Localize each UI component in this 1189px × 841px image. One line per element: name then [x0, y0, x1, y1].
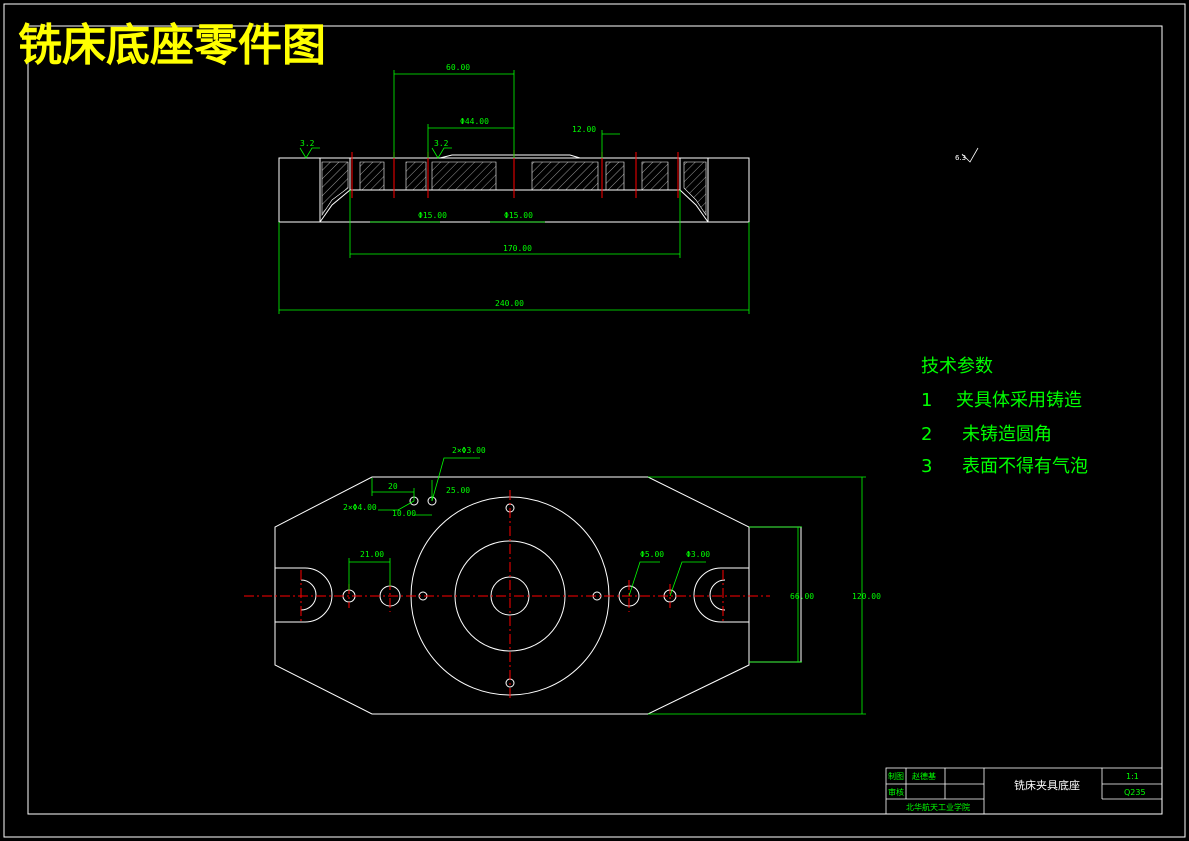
- slot-right: [693, 567, 749, 623]
- tb-drawn-label: 制图: [888, 771, 904, 781]
- dim-diameter-15-a: Φ15.00: [418, 211, 447, 220]
- front-dimension-lines: [278, 70, 750, 314]
- outer-border: [3, 3, 1186, 838]
- tech-heading: 技术参数: [921, 356, 993, 377]
- dim-holes-3: 2×Φ3.00: [452, 446, 486, 455]
- tb-drawn-name: 赵德基: [912, 771, 936, 781]
- dim-60: 60.00: [446, 63, 470, 72]
- dim-120: 120.00: [852, 592, 881, 601]
- drawing-title: 铣床底座零件图: [18, 20, 326, 71]
- roughness-center: 3.2: [434, 139, 449, 148]
- svg-text:6.3: 6.3: [955, 154, 966, 162]
- roughness-left: 3.2: [300, 139, 315, 148]
- dim-66: 66.00: [790, 592, 814, 601]
- tb-check-label: 审核: [888, 787, 904, 797]
- tb-scale: 1:1: [1126, 772, 1139, 781]
- top-centerlines: [244, 490, 770, 700]
- tech-item-1-num: 1: [921, 390, 932, 411]
- front-view: [278, 154, 750, 223]
- tech-item-3-text: 表面不得有气泡: [962, 456, 1088, 477]
- dim-12: 12.00: [572, 125, 596, 134]
- title-block: [885, 767, 1163, 815]
- slot-left: [275, 567, 333, 623]
- roughness-note: 6.3: [955, 147, 979, 163]
- front-centerlines: [351, 150, 679, 198]
- tech-item-2-num: 2: [921, 424, 932, 445]
- tech-item-3-num: 3: [921, 456, 932, 477]
- dim-diameter-44: Φ44.00: [460, 117, 489, 126]
- dim-diameter-15-b: Φ15.00: [504, 211, 533, 220]
- top-dimension-lines: [348, 457, 866, 715]
- tech-item-2-text: 未铸造圆角: [962, 424, 1052, 445]
- tb-part-name: 铣床夹具底座: [1014, 778, 1080, 792]
- dim-170: 170.00: [503, 244, 532, 253]
- dim-20: 20: [388, 482, 398, 491]
- dim-25: 25.00: [446, 486, 470, 495]
- dim-diameter-3: Φ3.00: [686, 550, 710, 559]
- tb-school: 北华航天工业学院: [906, 802, 970, 812]
- tech-item-1-text: 夹具体采用铸造: [956, 390, 1082, 411]
- dim-240: 240.00: [495, 299, 524, 308]
- dim-21: 21.00: [360, 550, 384, 559]
- dim-diameter-5: Φ5.00: [640, 550, 664, 559]
- inner-border: [27, 25, 1163, 815]
- dim-10: 10.00: [392, 509, 416, 518]
- tb-material: Q235: [1124, 788, 1146, 797]
- dim-holes-4: 2×Φ4.00: [343, 503, 377, 512]
